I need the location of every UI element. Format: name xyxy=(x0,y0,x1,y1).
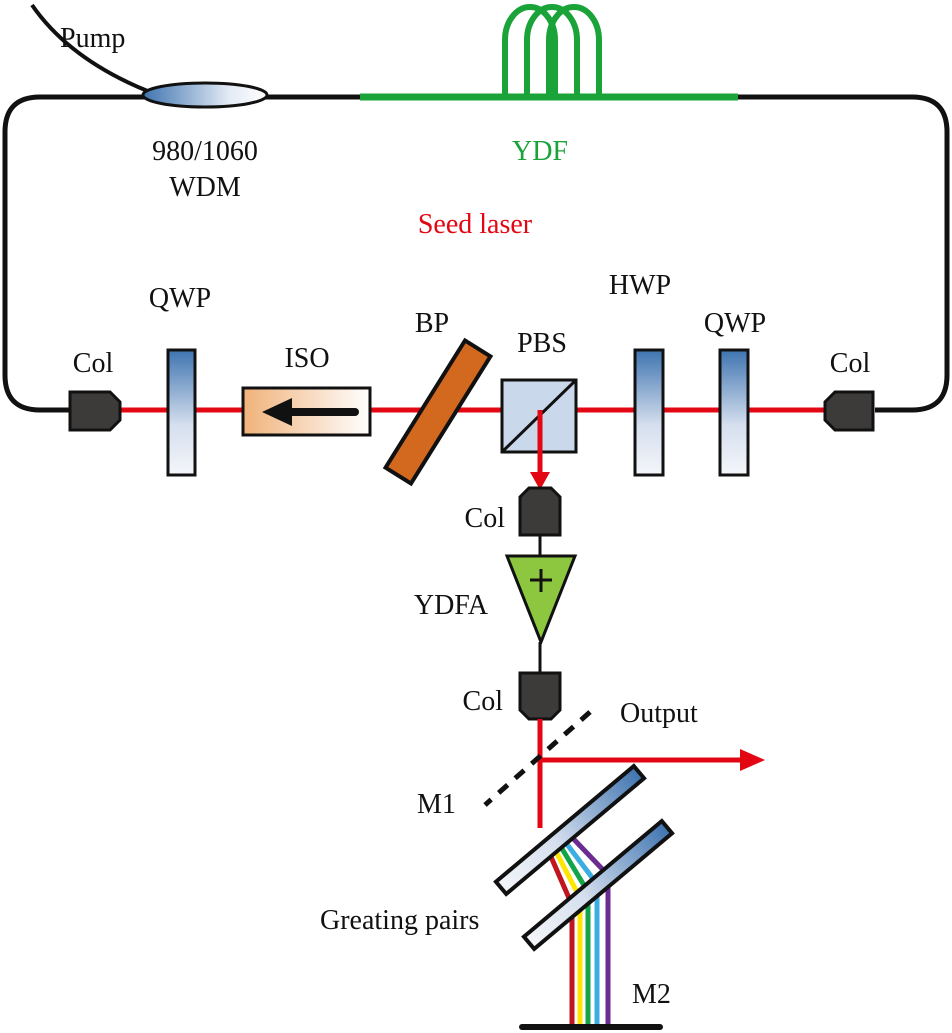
label-qwp-left: QWP xyxy=(149,283,211,314)
label-col-left: Col xyxy=(73,348,114,379)
label-qwp-right: QWP xyxy=(704,308,766,339)
label-col-upper: Col xyxy=(465,503,506,534)
ydfa-amplifier xyxy=(504,554,578,647)
ydf-coil xyxy=(502,4,602,97)
label-iso: ISO xyxy=(284,343,329,374)
output-arrow-icon xyxy=(740,749,765,771)
label-ydfa: YDFA xyxy=(414,590,489,621)
qwp-right xyxy=(718,348,750,477)
label-pump: Pump xyxy=(60,23,125,54)
plus-icon xyxy=(530,569,552,592)
label-bp: BP xyxy=(415,308,449,339)
hwp xyxy=(633,348,665,477)
label-col-lower: Col xyxy=(463,686,504,717)
collimator-lower xyxy=(518,671,562,721)
label-m1: M1 xyxy=(417,789,456,820)
wdm-coupler xyxy=(141,81,269,109)
bandpass-filter xyxy=(382,337,494,487)
label-pbs: PBS xyxy=(517,328,567,359)
isolator-arrow-icon xyxy=(262,398,359,426)
label-grating-pairs: Greating pairs xyxy=(320,905,479,936)
label-ydf: YDF xyxy=(512,136,568,167)
beam-arrow-icon xyxy=(530,472,550,490)
collimator-left xyxy=(68,390,122,432)
label-col-right: Col xyxy=(830,348,871,379)
label-wdm-1: 980/1060 xyxy=(152,136,258,167)
grating-2 xyxy=(521,818,675,952)
collimator-upper xyxy=(518,486,562,537)
label-seed-laser: Seed laser xyxy=(418,209,533,240)
mirror-m1 xyxy=(483,710,592,807)
qwp-left xyxy=(166,348,197,477)
label-m2: M2 xyxy=(632,979,671,1010)
label-output: Output xyxy=(620,698,698,729)
collimator-right xyxy=(823,390,875,432)
grating-1 xyxy=(493,763,647,897)
pump-fiber xyxy=(30,3,151,94)
label-wdm-2: WDM xyxy=(169,172,241,203)
label-hwp: HWP xyxy=(609,270,671,301)
